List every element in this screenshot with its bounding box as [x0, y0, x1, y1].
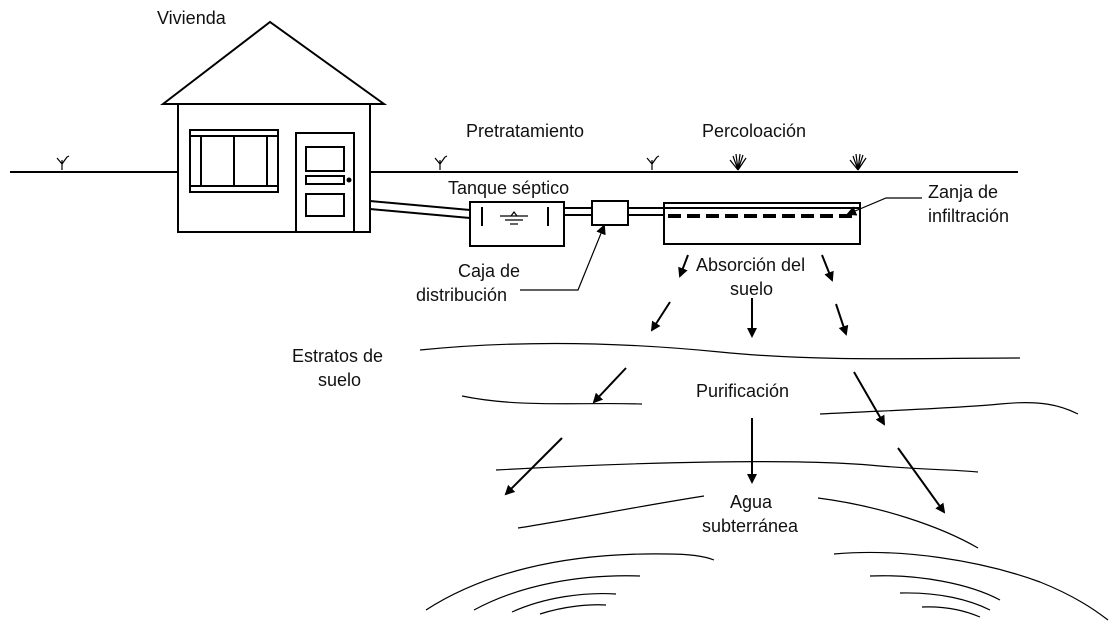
groundwater-arcs	[425, 551, 1109, 621]
door-knob	[346, 177, 352, 183]
label-absorcion-1: Absorción del	[696, 255, 805, 275]
leader-zanja	[846, 197, 922, 216]
grass-tuft-4	[729, 153, 747, 171]
label-purificacion: Purificación	[696, 381, 789, 401]
label-estratos-1: Estratos de	[292, 346, 383, 366]
house	[160, 20, 388, 233]
flow-arrows	[504, 254, 946, 514]
label-caja-2: distribución	[416, 285, 507, 305]
pipe-box-trench	[628, 207, 664, 216]
septic-tank	[469, 201, 565, 247]
pipe-tank-box	[564, 207, 592, 216]
leader-caja	[520, 224, 606, 291]
label-agua-1: Agua	[730, 492, 773, 512]
label-zanja-2: infiltración	[928, 206, 1009, 226]
label-absorcion-2: suelo	[730, 279, 773, 299]
label-zanja-1: Zanja de	[928, 182, 998, 202]
label-percolacion: Percoloación	[702, 121, 806, 141]
label-tanque-septico: Tanque séptico	[448, 178, 569, 198]
label-agua-2: subterránea	[702, 516, 799, 536]
grass-tuft-1	[56, 155, 70, 170]
grass-tuft-5	[849, 153, 867, 171]
pipe-house-tank	[369, 200, 471, 219]
label-pretratamiento: Pretratamiento	[466, 121, 584, 141]
grass-tuft-3	[646, 155, 660, 170]
infiltration-trench	[663, 202, 861, 245]
distribution-box	[591, 200, 629, 226]
label-caja-1: Caja de	[458, 261, 520, 281]
label-estratos-2: suelo	[318, 370, 361, 390]
label-vivienda: Vivienda	[157, 8, 227, 28]
grass-tuft-2	[434, 155, 448, 170]
house-roof	[160, 20, 388, 105]
